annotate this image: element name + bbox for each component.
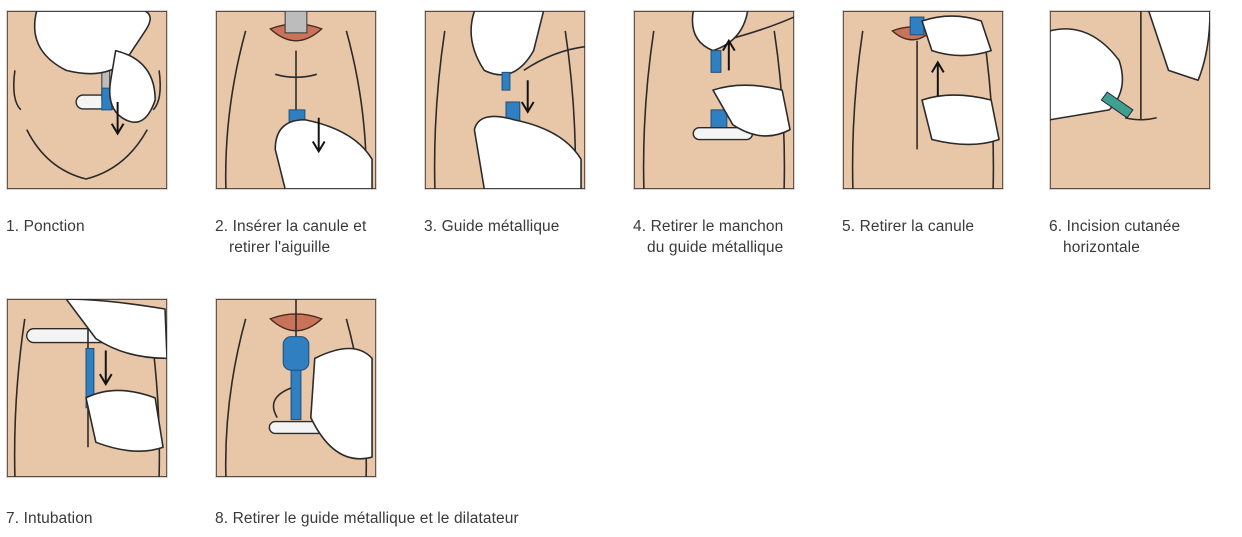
intubation-illustration [7, 299, 167, 477]
step-number: 2. [215, 218, 228, 235]
skin-incision-illustration [1050, 11, 1210, 189]
step-label-line2: retirer l'aiguille [215, 237, 366, 258]
step-label: Insérer la canule et [233, 218, 367, 235]
step-number: 7. [6, 510, 19, 527]
step-number: 3. [424, 218, 437, 235]
guidewire-illustration [425, 11, 585, 189]
step-label-line2: horizontale [1049, 237, 1180, 258]
step-3-illustration [424, 10, 586, 190]
step-8-caption: 8. Retirer le guide métallique et le dil… [215, 508, 519, 529]
step-2-illustration [215, 10, 377, 190]
step-label-line2: du guide métallique [633, 237, 783, 258]
step-1-caption: 1. Ponction [6, 216, 85, 237]
step-label: Guide métallique [442, 218, 560, 235]
step-number: 5. [842, 218, 855, 235]
step-label: Incision cutanée [1067, 218, 1181, 235]
remove-guidewire-dilator-illustration [216, 299, 376, 477]
cannula-insertion-illustration [216, 11, 376, 189]
step-5-caption: 5. Retirer la canule [842, 216, 974, 237]
step-2-caption: 2. Insérer la canule et retirer l'aiguil… [215, 216, 366, 258]
step-3-caption: 3. Guide métallique [424, 216, 559, 237]
step-label: Retirer le manchon [651, 218, 784, 235]
step-label: Retirer la canule [860, 218, 975, 235]
step-4-illustration [633, 10, 795, 190]
step-7-caption: 7. Intubation [6, 508, 93, 529]
step-5-illustration [842, 10, 1004, 190]
step-number: 6. [1049, 218, 1062, 235]
step-label: Retirer le guide métallique et le dilata… [233, 510, 519, 527]
step-label: Intubation [24, 510, 93, 527]
step-number: 1. [6, 218, 19, 235]
step-6-caption: 6. Incision cutanée horizontale [1049, 216, 1180, 258]
puncture-illustration [7, 11, 167, 189]
step-label: Ponction [24, 218, 85, 235]
step-number: 4. [633, 218, 646, 235]
step-number: 8. [215, 510, 228, 527]
step-4-caption: 4. Retirer le manchon du guide métalliqu… [633, 216, 783, 258]
remove-cannula-illustration [843, 11, 1003, 189]
step-7-illustration [6, 298, 168, 478]
step-1-illustration [6, 10, 168, 190]
remove-sleeve-illustration [634, 11, 794, 189]
step-6-illustration [1049, 10, 1211, 190]
step-8-illustration [215, 298, 377, 478]
